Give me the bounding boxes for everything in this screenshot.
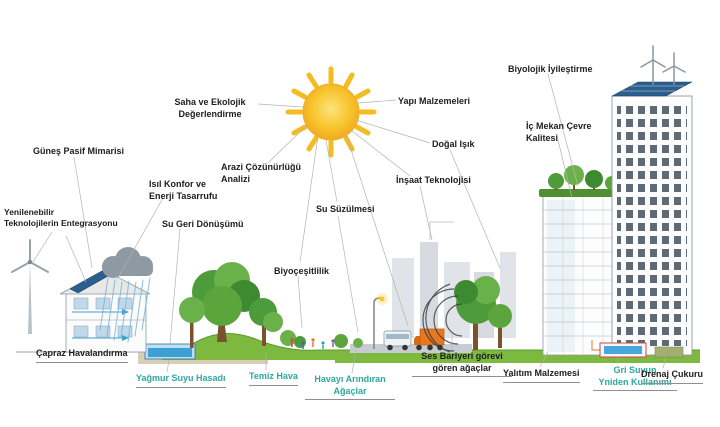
label-land-resolution-analysis: Arazi Çözünürlüğü Analizi [221,162,301,184]
label-insulation-material: Yalıtım Malzemesi [503,368,580,383]
label-clean-air: Temiz Hava [249,371,298,386]
rooftop-wind-turbines [640,45,686,85]
label-solar-passive-architecture: Güneş Pasif Mimarisi [33,146,125,156]
label-biological-improvement: Biyolojik İyileştirme [508,64,593,74]
label-water-filtration: Su Süzülmesi [316,204,375,214]
label-indoor-environment-quality: İç Mekan Çevre Kalitesi [526,121,592,143]
label-site-eco-assessment: Saha ve Ekolojik Değerlendirme [174,97,246,119]
label-sound-barrier-trees: Ses Bariyeri görevi gören ağaçlar [412,351,512,378]
drainage-pit [654,346,684,358]
tower-building [611,81,693,356]
park-trees [179,262,363,348]
label-cross-ventilation: Çapraz Havalandırma [36,348,128,363]
greywater-unit [591,340,647,358]
street-lamp [373,293,388,349]
sound-wave-arcs [422,283,463,353]
label-water-recycling: Su Geri Dönüşümü [162,219,244,229]
label-rainwater-harvest: Yağmur Suyu Hasadı [136,373,226,388]
label-greywater-reuse: Gri Suyun Yniden Kullanımı [593,365,677,392]
sun-illustration [285,66,377,158]
label-construction-technology: İnşaat Teknolojisi [396,175,471,185]
label-biodiversity: Biyoçeşitlilik [274,266,330,276]
passive-house [59,269,151,353]
label-building-materials: Yapı Malzemeleri [398,96,471,106]
label-renewable-integration: Yenilenebilir Teknolojilerin Entegrasyon… [4,207,118,229]
label-natural-light: Doğal Işık [432,139,475,149]
skyline-buildings [392,221,516,338]
sound-barrier-trees [454,276,512,350]
label-thermal-comfort-energy: Isıl Konfor ve Enerji Tasarrufu [149,179,218,201]
people-figures [290,338,335,349]
label-air-purifying-trees: Havayı Arındıran Ağaçlar [305,374,395,401]
wind-turbine [11,239,49,334]
rainwater-basin [144,343,196,360]
road [350,344,472,353]
label-drainage-pit: Drenaj Çukuru [641,369,704,384]
connector-lines [32,73,667,374]
